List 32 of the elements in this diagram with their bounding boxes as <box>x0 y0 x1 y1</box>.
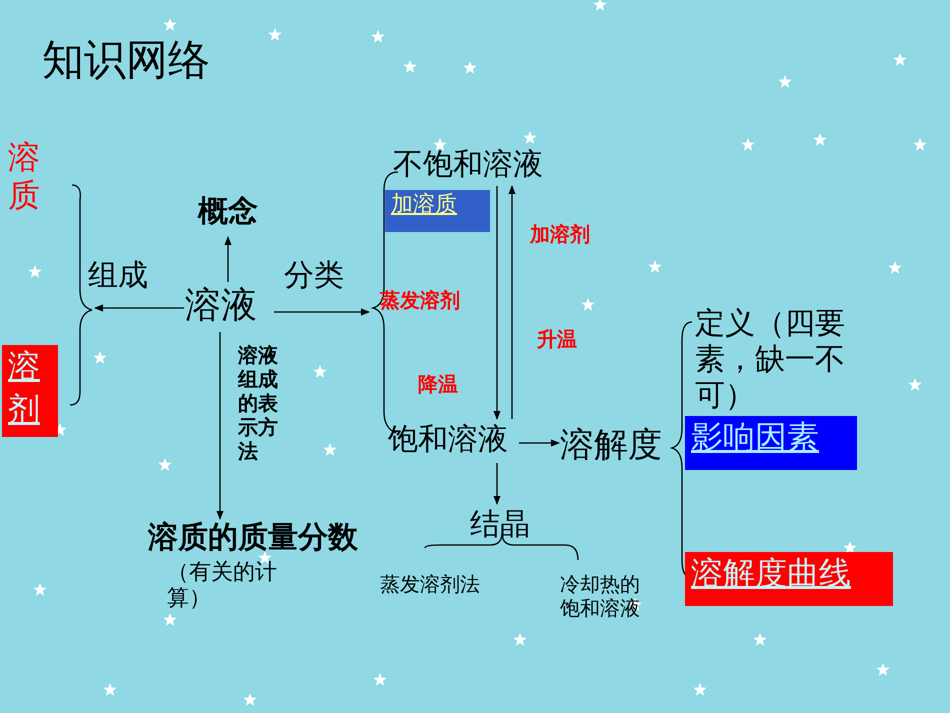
text-label: 升温 <box>537 327 578 351</box>
arrow <box>224 236 232 282</box>
text-label: 降温 <box>418 372 459 396</box>
edge-label: 分类 <box>284 258 345 294</box>
node-text: 溶解度 <box>560 423 672 469</box>
arrow <box>94 304 184 312</box>
node-text: 饱和溶液 <box>388 420 518 462</box>
text-label: 定义（四要素，缺一不可） <box>695 306 846 414</box>
text-label: 蒸发溶剂 <box>380 288 461 312</box>
text-box: 溶解度曲线 <box>685 552 893 606</box>
node-text: 概念 <box>198 192 278 236</box>
text-label: 蒸发溶剂法 <box>380 572 481 596</box>
arrow <box>216 332 224 520</box>
arrow <box>274 308 370 316</box>
text-box: 溶剂 <box>2 345 58 437</box>
text-box: 影响因素 <box>685 416 857 470</box>
edge-label: 组成 <box>88 258 149 294</box>
title: 知识网络 <box>42 35 210 86</box>
text-box: 加溶质 <box>385 190 490 232</box>
node-text: 结晶 <box>470 505 536 545</box>
arrow <box>519 439 560 447</box>
text-label: 冷却热的饱和溶液 <box>560 572 641 620</box>
node-note: （有关的计算） <box>167 560 278 613</box>
node-text: 不饱和溶液 <box>393 145 563 185</box>
node-text: 溶液 <box>185 283 273 331</box>
text-label: 溶质 <box>8 138 41 215</box>
arrow <box>508 185 516 419</box>
arrow <box>493 186 501 420</box>
arrow <box>493 463 501 505</box>
node-text: 溶质的质量分数 <box>148 520 358 556</box>
edge-label: 溶液组成的表示方法 <box>238 343 279 463</box>
text-label: 加溶剂 <box>530 222 591 246</box>
